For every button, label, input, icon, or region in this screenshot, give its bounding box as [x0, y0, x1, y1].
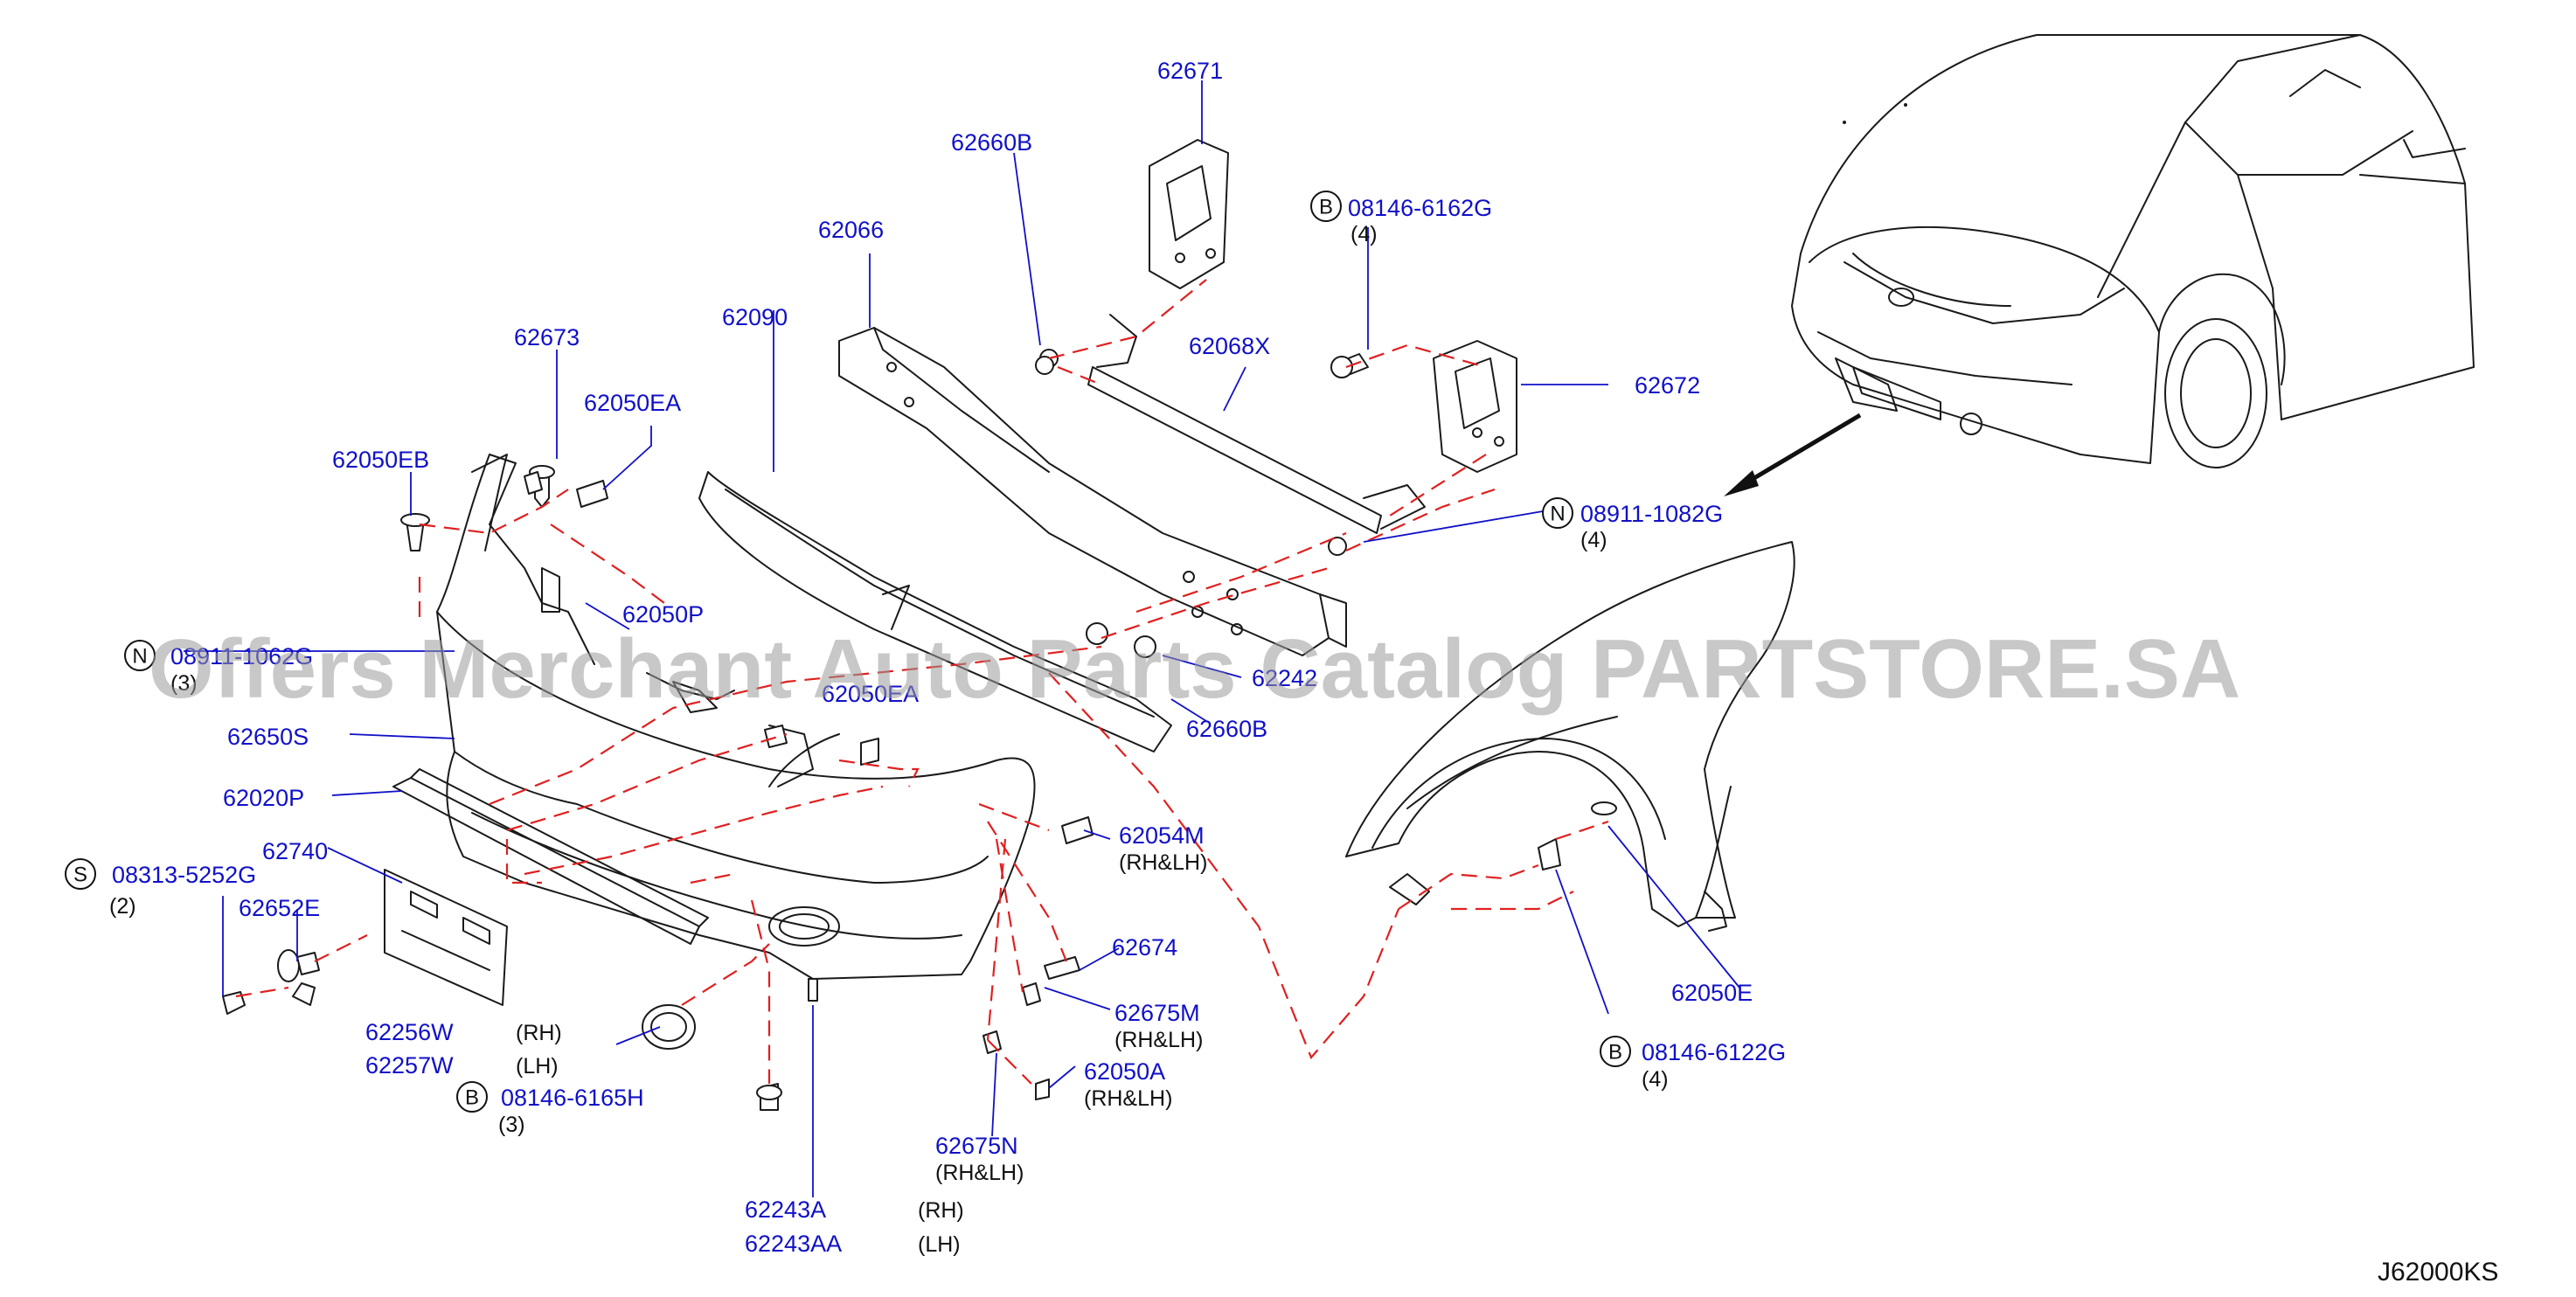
label-62243a[interactable]: 62243A [745, 1196, 826, 1223]
label-62652e[interactable]: 62652E [239, 895, 320, 921]
fastener-type-symbols: B N N S B B [65, 191, 1631, 1113]
bracket-62672 [1433, 340, 1517, 473]
qty-08911-1082g: (4) [1580, 528, 1607, 552]
license-plate-bracket [384, 869, 508, 1006]
svg-text:B: B [1608, 1041, 1622, 1065]
label-62242[interactable]: 62242 [1252, 665, 1317, 691]
label-08146-6162g[interactable]: 08146-6162G [1348, 195, 1492, 221]
label-62675m[interactable]: 62675M [1114, 1000, 1200, 1026]
qty-08911-partial: (3) [170, 671, 198, 696]
front-fender [1345, 541, 1795, 932]
svg-text:S: S [73, 864, 87, 887]
label-08911-1082g[interactable]: 08911-1082G [1580, 501, 1723, 527]
note-62054m-rhlh: (RH&LH) [1119, 850, 1207, 875]
label-08313-5252g[interactable]: 08313-5252G [112, 862, 256, 888]
label-62050ea-mid[interactable]: 62050EA [822, 681, 919, 707]
front-bumper-fascia [436, 454, 1036, 980]
label-62020p[interactable]: 62020P [223, 785, 304, 811]
label-62660b-low[interactable]: 62660B [1186, 716, 1267, 742]
bracket-62671 [1149, 139, 1229, 289]
energy-absorber [698, 471, 1172, 753]
lower-grille-strip [392, 768, 709, 945]
label-62650s[interactable]: 62650S [227, 724, 309, 750]
svg-text:B: B [1319, 196, 1333, 219]
vehicle-illustration [1724, 34, 2475, 496]
fasteners [222, 353, 1617, 1111]
note-62243a-rh: (RH) [918, 1198, 964, 1223]
label-08911-partial[interactable]: 08911-1062G [170, 643, 313, 669]
label-62256w[interactable]: 62256W [365, 1019, 454, 1045]
label-62257w[interactable]: 62257W [365, 1052, 454, 1079]
watermark: Offers Merchant Auto Parts Catalog PARTS… [149, 622, 2240, 716]
label-62050e[interactable]: 62050E [1671, 980, 1753, 1006]
qty-08146-6122g: (4) [1642, 1067, 1669, 1092]
fog-lamp-cover [642, 1004, 696, 1050]
symbol-s-5252g: S [65, 858, 96, 890]
note-62675n-rhlh: (RH&LH) [935, 1161, 1024, 1185]
label-62671[interactable]: 62671 [1157, 58, 1223, 84]
callout-leaders [184, 80, 1740, 1197]
label-62672[interactable]: 62672 [1635, 372, 1700, 399]
assembly-leader-lines [235, 279, 1609, 1085]
symbol-b-6122g: B [1600, 1036, 1631, 1067]
label-08146-6165h[interactable]: 08146-6165H [501, 1085, 644, 1111]
note-62256w-rh: (RH) [516, 1021, 562, 1045]
part-number-labels: 62671 62660B 62066 62090 62068X 62672 62… [112, 58, 1786, 1257]
label-62050a[interactable]: 62050A [1084, 1058, 1165, 1085]
label-62674[interactable]: 62674 [1112, 934, 1177, 961]
qty-08146-6162g: (4) [1350, 222, 1378, 246]
label-62243aa[interactable]: 62243AA [745, 1231, 842, 1257]
symbol-b-6165h: B [456, 1081, 488, 1113]
label-62675n[interactable]: 62675N [935, 1133, 1018, 1159]
bumper-reinforcement [838, 327, 1347, 656]
note-62257w-lh: (LH) [516, 1054, 559, 1079]
label-62054m[interactable]: 62054M [1119, 822, 1205, 849]
symbol-n-1082g: N [1542, 497, 1573, 529]
symbol-n-partial: N [124, 640, 156, 671]
label-62090[interactable]: 62090 [722, 304, 788, 330]
label-62050ea[interactable]: 62050EA [584, 390, 681, 416]
svg-text:N: N [1550, 503, 1565, 526]
label-08146-6122g[interactable]: 08146-6122G [1642, 1039, 1786, 1065]
label-62066[interactable]: 62066 [818, 217, 884, 243]
label-62050eb[interactable]: 62050EB [332, 447, 429, 473]
note-62675m-rhlh: (RH&LH) [1114, 1028, 1203, 1052]
qty-08313-5252g: (2) [109, 894, 136, 919]
svg-text:N: N [132, 645, 147, 669]
label-62673[interactable]: 62673 [514, 324, 580, 350]
label-62050p[interactable]: 62050P [622, 601, 704, 628]
note-62243aa-lh: (LH) [918, 1232, 961, 1257]
symbol-b-6162g: B [1310, 191, 1342, 222]
label-62740[interactable]: 62740 [262, 838, 328, 864]
qty-08146-6165h: (3) [498, 1113, 525, 1137]
label-62660b-top[interactable]: 62660B [951, 129, 1032, 156]
label-62068x[interactable]: 62068X [1189, 333, 1270, 359]
quantity-notes: (4) (4) (3) (2) (3) (4) (RH&LH) (RH&LH) … [109, 222, 1669, 1257]
svg-text:B: B [465, 1086, 479, 1110]
note-62050a-rhlh: (RH&LH) [1084, 1086, 1172, 1111]
diagram-code: J62000KS [2378, 1258, 2498, 1287]
